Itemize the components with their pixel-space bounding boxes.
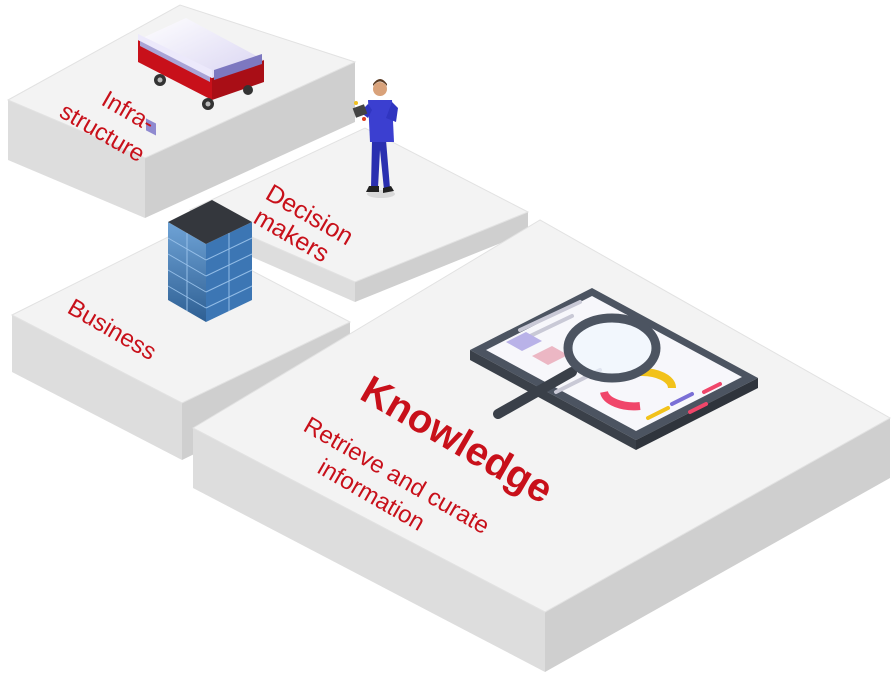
- tablet-magnifier-icon: [470, 288, 758, 450]
- office-building-icon: [167, 200, 253, 322]
- person-icon: [352, 79, 398, 198]
- bus-icon: [138, 18, 264, 136]
- tile-knowledge: [191, 219, 892, 672]
